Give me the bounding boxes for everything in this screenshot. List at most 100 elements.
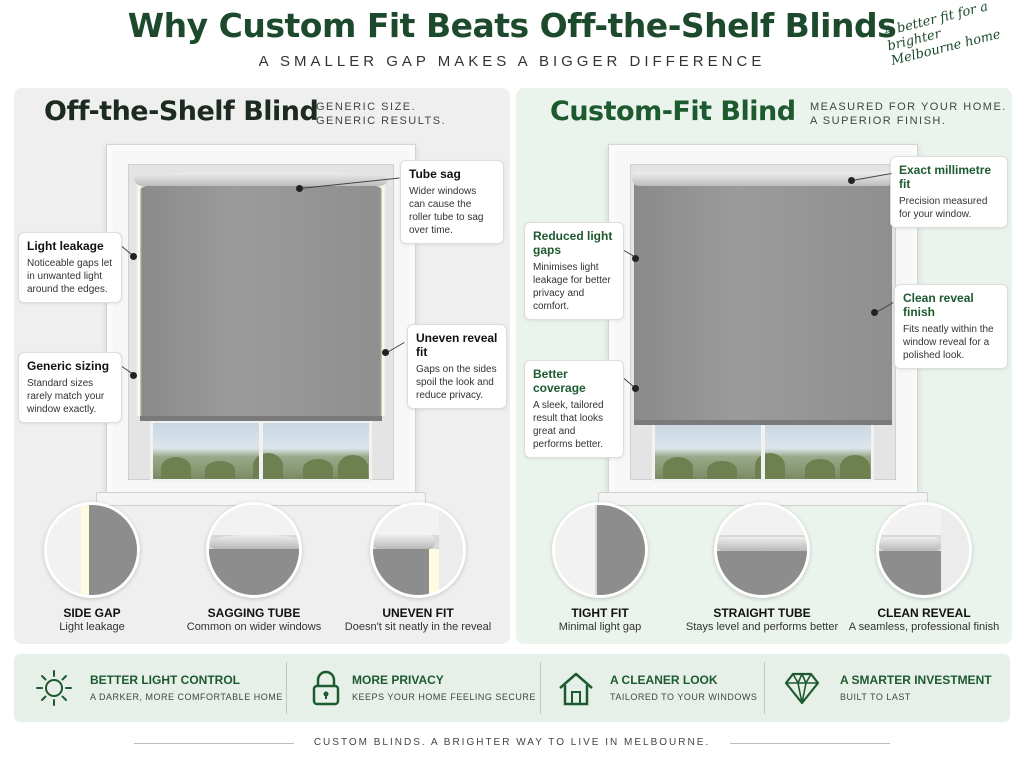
detail-sub: Stays level and performs better: [685, 621, 839, 633]
benefit-title: A CLEANER LOOK: [610, 673, 718, 687]
detail-frame: [439, 505, 463, 595]
callout-text: Minimises light leakage for better priva…: [533, 262, 611, 312]
callout-title: Exact millimetre fit: [899, 163, 992, 191]
callout-text: Standard sizes rarely match your window …: [27, 378, 105, 415]
header: Why Custom Fit Beats Off-the-Shelf Blind…: [0, 0, 1024, 80]
leader-dot: [848, 177, 855, 184]
benefit-title: BETTER LIGHT CONTROL: [90, 673, 240, 687]
leader-dot: [871, 309, 878, 316]
tree-shape: [161, 457, 191, 479]
detail-tight-fit-image: [552, 502, 648, 598]
detail-fabric: [89, 505, 137, 595]
house-icon: [559, 672, 593, 706]
custom-fit-panel: Custom-Fit Blind MEASURED FOR YOUR HOME.…: [516, 88, 1012, 644]
roller-tube: [632, 172, 894, 186]
tree-shape: [840, 455, 870, 479]
detail-fabric: [373, 549, 429, 595]
detail-clean-reveal-image: [876, 502, 972, 598]
detail-fabric: [717, 551, 807, 595]
detail-side-gap-image: [44, 502, 140, 598]
tree-shape: [338, 455, 368, 479]
tree-shape: [805, 459, 835, 479]
benefit-divider: [540, 662, 541, 714]
page-title: Why Custom Fit Beats Off-the-Shelf Blind…: [127, 6, 897, 45]
light-leak-glow: [136, 184, 142, 416]
footer-text: CUSTOM BLINDS. A BRIGHTER WAY TO LIVE IN…: [313, 737, 711, 748]
callout-text: Gaps on the sides spoil the look and red…: [416, 364, 497, 401]
detail-frame: [47, 505, 81, 595]
callout-text: A sleek, tailored result that looks grea…: [533, 400, 604, 450]
detail-tube: [209, 535, 299, 549]
detail-label: CLEAN REVEAL: [877, 606, 971, 620]
detail-frame: [209, 505, 299, 535]
blind-fabric: [634, 184, 892, 420]
detail-sub: Doesn't sit neatly in the reveal: [344, 621, 492, 633]
footer-rule: [730, 743, 890, 744]
panel-subtitle-line: A SUPERIOR FINISH.: [810, 115, 947, 127]
footer-rule: [134, 743, 294, 744]
benefit-privacy: MORE PRIVACY KEEPS YOUR HOME FEELING SEC…: [288, 654, 537, 722]
benefit-title: A SMARTER INVESTMENT: [840, 673, 992, 687]
benefit-light-control: BETTER LIGHT CONTROL A DARKER, MORE COMF…: [14, 654, 282, 722]
panel-title-off-the-shelf: Off-the-Shelf Blind: [44, 96, 319, 127]
off-the-shelf-panel: Off-the-Shelf Blind GENERIC SIZE. GENERI…: [14, 88, 510, 644]
leader-dot: [632, 255, 639, 262]
detail-sub: Light leakage: [59, 621, 125, 633]
panel-subtitle-line: MEASURED FOR YOUR HOME.: [810, 101, 1007, 113]
detail-fabric: [879, 551, 941, 595]
tree-shape: [755, 453, 785, 479]
panel-subtitle-line: GENERIC RESULTS.: [316, 115, 447, 127]
benefit-title: MORE PRIVACY: [352, 673, 444, 687]
sun-icon: [36, 670, 72, 706]
tree-shape: [205, 461, 235, 479]
callout-clean-reveal-finish: Clean reveal finish Fits neatly within t…: [894, 284, 1008, 369]
tree-shape: [253, 453, 283, 479]
benefit-smarter-investment: A SMARTER INVESTMENT BUILT TO LAST: [766, 654, 1015, 722]
window-illustration: [96, 144, 426, 506]
panel-subtitle-custom-fit: MEASURED FOR YOUR HOME. A SUPERIOR FINIS…: [810, 100, 1007, 128]
leader-dot: [382, 349, 389, 356]
detail-tube: [879, 537, 941, 551]
detail-gap-glow: [81, 505, 89, 595]
tree-shape: [707, 461, 737, 479]
callout-light-leakage: Light leakage Noticeable gaps let in unw…: [18, 232, 122, 303]
callout-title: Light leakage: [27, 239, 104, 253]
detail-fabric: [597, 505, 645, 595]
leader-dot: [130, 253, 137, 260]
footer: CUSTOM BLINDS. A BRIGHTER WAY TO LIVE IN…: [0, 734, 1024, 754]
callout-text: Wider windows can cause the roller tube …: [409, 186, 484, 236]
callout-title: Tube sag: [409, 167, 461, 181]
benefit-sub: BUILT TO LAST: [840, 692, 911, 702]
benefit-sub: TAILORED TO YOUR WINDOWS: [610, 692, 758, 702]
callout-exact-millimetre-fit: Exact millimetre fit Precision measured …: [890, 156, 1008, 228]
detail-label: SAGGING TUBE: [207, 606, 301, 620]
blind-fabric: [140, 184, 382, 416]
detail-gap-glow: [429, 549, 439, 595]
leader-dot: [130, 372, 137, 379]
detail-frame: [555, 505, 595, 595]
lock-icon: [312, 670, 340, 706]
detail-tube: [373, 535, 435, 549]
window-glass: [150, 420, 372, 482]
light-leak-glow: [380, 184, 386, 416]
callout-text: Noticeable gaps let in unwanted light ar…: [27, 258, 113, 295]
window-illustration: [598, 144, 928, 506]
roller-tube: [134, 172, 388, 186]
detail-label: SIDE GAP: [63, 606, 121, 620]
detail-sub: A seamless, professional finish: [848, 621, 1000, 633]
benefit-sub: A DARKER, MORE COMFORTABLE HOME: [90, 692, 283, 702]
benefit-divider: [286, 662, 287, 714]
callout-uneven-reveal-fit: Uneven reveal fit Gaps on the sides spoi…: [407, 324, 507, 409]
window-mullion: [259, 423, 263, 479]
callout-text: Fits neatly within the window reveal for…: [903, 324, 994, 361]
tree-shape: [303, 459, 333, 479]
detail-label: UNEVEN FIT: [382, 606, 454, 620]
callout-tube-sag: Tube sag Wider windows can cause the rol…: [400, 160, 504, 244]
callout-title: Uneven reveal fit: [416, 331, 498, 359]
detail-uneven-fit-image: [370, 502, 466, 598]
detail-frame: [941, 505, 969, 595]
leader-dot: [296, 185, 303, 192]
callout-title: Clean reveal finish: [903, 291, 974, 319]
callout-better-coverage: Better coverage A sleek, tailored result…: [524, 360, 624, 458]
detail-sub: Minimal light gap: [558, 621, 642, 633]
